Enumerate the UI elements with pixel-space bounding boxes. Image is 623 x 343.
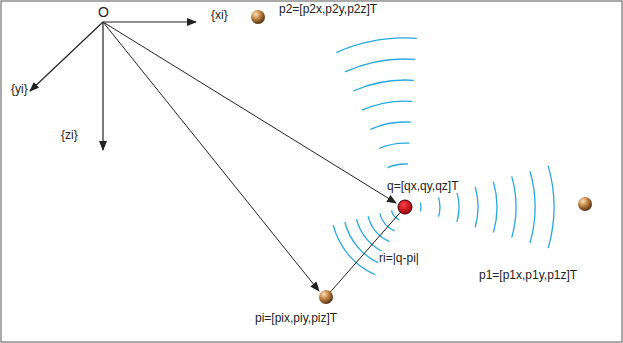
axis-label: {xi} bbox=[210, 8, 229, 22]
coordinate-label: p1=[p1x,p1y,p1z]T bbox=[478, 268, 578, 282]
wave-arc bbox=[357, 219, 385, 253]
wave-arc bbox=[353, 80, 414, 91]
wave-arc bbox=[457, 192, 459, 222]
wave-arc bbox=[548, 166, 554, 248]
target-dot bbox=[398, 200, 412, 214]
position-vector bbox=[103, 22, 396, 203]
anchor-ball bbox=[319, 290, 333, 304]
wave-arc bbox=[362, 101, 413, 110]
wave-arc bbox=[379, 143, 410, 148]
position-vector bbox=[103, 22, 319, 291]
anchor-ball bbox=[578, 197, 592, 211]
wave-arc bbox=[475, 187, 478, 227]
axis-label: {zi} bbox=[60, 128, 79, 142]
wave-arc bbox=[439, 197, 440, 216]
wave-arc bbox=[388, 164, 409, 168]
wave-arc bbox=[345, 59, 416, 72]
axis-label: {yi} bbox=[10, 82, 29, 96]
wave-arc bbox=[512, 176, 516, 237]
y-axis bbox=[30, 22, 103, 91]
wave-arc bbox=[530, 171, 535, 243]
coordinate-label: pi=[pix,piy,piz]T bbox=[254, 311, 338, 325]
coordinate-label: q=[qx,qy,qz]T bbox=[386, 179, 459, 193]
coordinate-label: p2=[p2x,p2y,p2z]T bbox=[278, 2, 378, 16]
z-axis bbox=[102, 22, 103, 150]
wave-arc bbox=[333, 225, 375, 275]
wave-arc bbox=[336, 38, 417, 53]
origin-label: O bbox=[97, 5, 110, 19]
coordinate-label: ri=|q-pi| bbox=[378, 251, 420, 265]
wave-arc bbox=[370, 122, 411, 129]
wave-arc bbox=[493, 182, 497, 233]
x-axis bbox=[103, 21, 196, 22]
wave-arc bbox=[420, 203, 422, 212]
anchor-ball bbox=[251, 10, 265, 24]
signal-waves bbox=[333, 38, 554, 275]
